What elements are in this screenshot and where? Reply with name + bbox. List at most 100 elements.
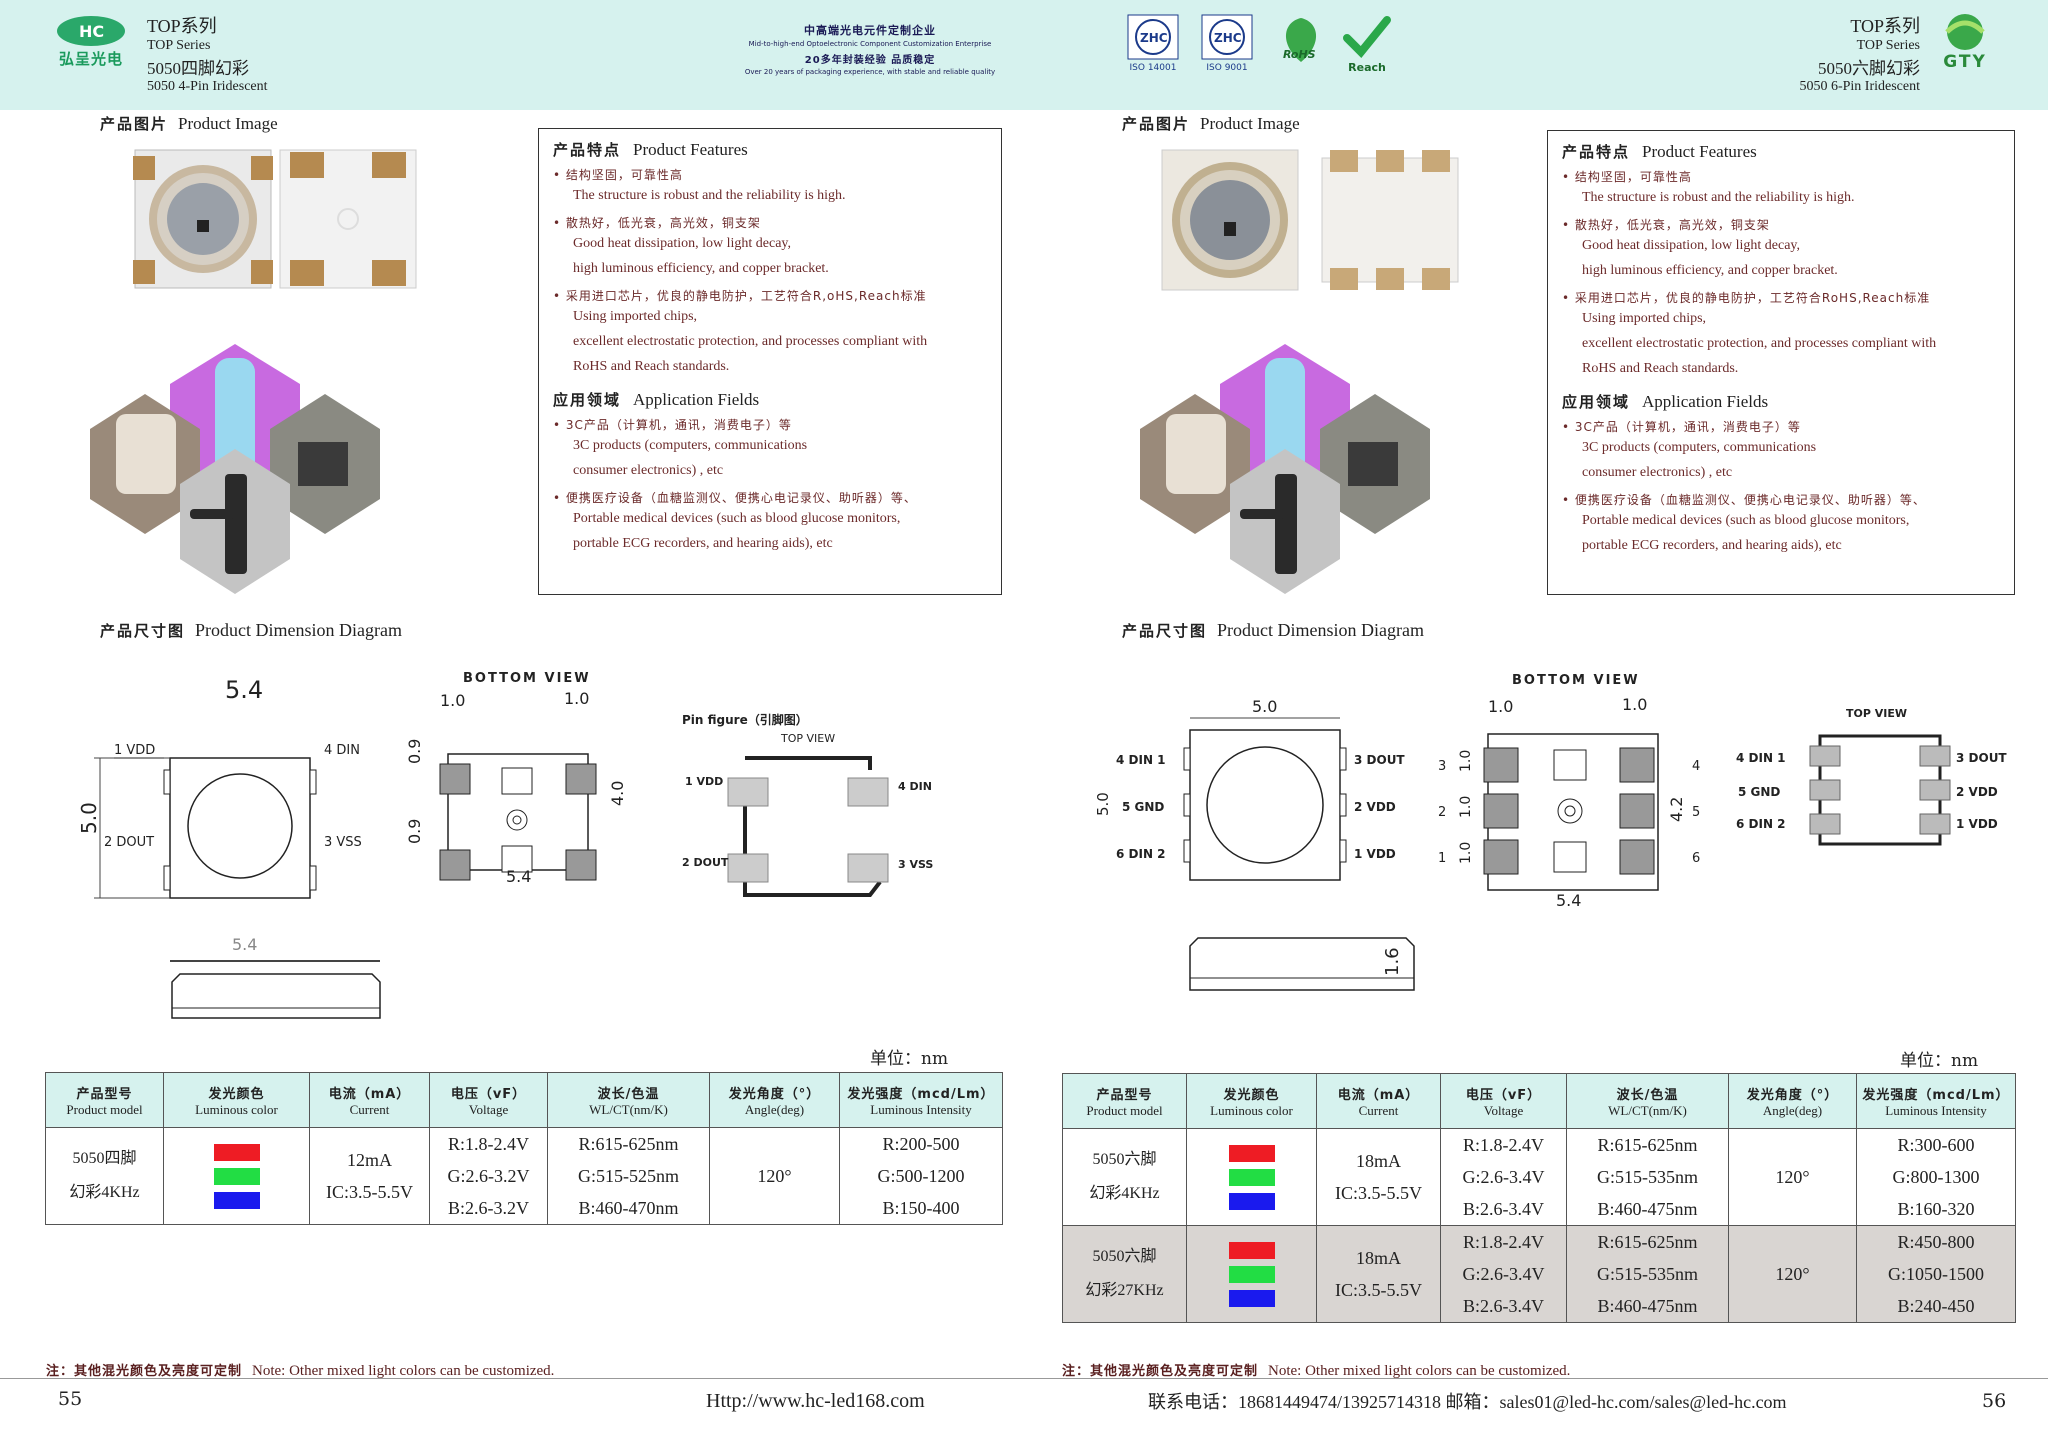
right-b42: 4.2 — [1667, 797, 1686, 822]
left-th-intensity: 发光强度（mcd/Lm）Luminous Intensity — [839, 1072, 1003, 1128]
right-r1-wl-r: R:615-625nm — [1597, 1135, 1698, 1155]
right-b10a: 1.0 — [1488, 697, 1513, 716]
left-current-1: 12mA — [347, 1150, 392, 1170]
door-handle — [190, 509, 235, 519]
right-app-2-cn-text: 便携医疗设备（血糖监测仪、便携心电记录仪、助听器）等、 — [1574, 493, 1926, 507]
right-app-1-cn: • 3C产品（计算机，通讯，消费电子）等 — [1562, 420, 1801, 434]
right-feature-1-en-1: The structure is robust and the reliabil… — [1582, 190, 1855, 205]
left-b10a: 1.0 — [440, 691, 465, 710]
right-bottom-view-drawing: BOTTOM VIEW 1.0 1.0 3 2 1 1.0 1.0 1.0 4 … — [1420, 670, 1710, 914]
right-unit-label: 单位：nm — [1900, 1051, 1979, 1071]
left-feature-1-cn: • 结构坚固，可靠性高 — [553, 168, 683, 182]
right-dim-r3: 3 DOUT — [1354, 753, 1405, 767]
right-r2-model: 5050六脚幻彩27KHz — [1062, 1225, 1187, 1323]
website-link[interactable]: Http://www.hc-led168.com — [706, 1390, 925, 1412]
right-b2: 1.0 — [1458, 796, 1474, 818]
right-r2-current-1: 18mA — [1356, 1248, 1401, 1268]
right-r2-colors — [1186, 1225, 1317, 1323]
right-features-title-en: Product Features — [1642, 142, 1757, 161]
door-handle — [1240, 509, 1285, 519]
right-bn1: 1 — [1438, 851, 1446, 866]
left-feature-2-en-2: high luminous efficiency, and copper bra… — [573, 261, 829, 276]
right-r1-current-1: 18mA — [1356, 1151, 1401, 1171]
right-th-intensity-en: Luminous Intensity — [1885, 1102, 1987, 1118]
right-feature-3-cn: • 采用进口芯片，优良的静电防护，工艺符合RoHS,Reach标准 — [1562, 291, 1931, 305]
right-r1-colors — [1186, 1128, 1317, 1226]
left-bottom-view-label: BOTTOM VIEW — [463, 671, 591, 686]
right-r2-v-g: G:2.6-3.4V — [1462, 1264, 1545, 1284]
right-dim-l4: 4 DIN 1 — [1116, 753, 1166, 767]
right-series-l1: TOP系列 — [1850, 16, 1920, 36]
air-fryer-body — [1166, 414, 1226, 494]
red-swatch — [213, 1143, 260, 1161]
green-swatch — [213, 1167, 260, 1185]
cert4-caption: Reach — [1348, 61, 1386, 74]
right-r2-wl-g: G:515-535nm — [1597, 1264, 1698, 1284]
right-feature-2-cn-text: 散热好，低光衰，高光效，铜支架 — [1574, 218, 1770, 232]
left-wl-r: R:615-625nm — [578, 1134, 679, 1154]
right-r1-angle: 120° — [1728, 1128, 1857, 1226]
right-series-l4: 5050 6-Pin Iridescent — [1799, 79, 1920, 94]
left-feature-2-en-1: Good heat dissipation, low light decay, — [573, 236, 791, 251]
left-pin-2: 2 DOUT — [682, 856, 729, 869]
left-feature-3-en-1: Using imported chips, — [573, 309, 698, 324]
left-th-angle-en: Angle(deg) — [744, 1101, 805, 1117]
left-top-view-label: TOP VIEW — [780, 732, 835, 745]
door-lock-body — [225, 474, 247, 574]
slogan-d: Over 20 years of packaging experience, w… — [744, 68, 996, 76]
right-bn6: 6 — [1692, 851, 1700, 866]
zhc-seal-icon: ZHC — [1127, 14, 1179, 60]
right-r1-current-2: IC:3.5-5.5V — [1335, 1183, 1422, 1203]
left-v-g: G:2.6-3.2V — [447, 1166, 530, 1186]
left-app-title-en: Application Fields — [633, 390, 760, 409]
left-b10b: 1.0 — [564, 689, 589, 708]
left-page-number: 55 — [58, 1388, 83, 1410]
right-r1-current: 18mA IC:3.5-5.5V — [1316, 1128, 1441, 1226]
left-wl-b: B:460-470nm — [578, 1198, 679, 1218]
right-dim-width: 5.0 — [1252, 697, 1277, 716]
right-note-en: Note: Other mixed light colors can be cu… — [1268, 1363, 1571, 1379]
right-app-2-en-1: Portable medical devices (such as blood … — [1582, 513, 1910, 528]
left-product-image-title-en: Product Image — [178, 114, 278, 133]
left-series-l4: 5050 4-Pin Iridescent — [147, 79, 268, 94]
right-dim-side-h: 1.6 — [1382, 947, 1403, 976]
right-features-title-cn: 产品特点 — [1562, 143, 1631, 161]
hc-logo-cn: 弘呈光电 — [58, 50, 123, 68]
right-b1: 1.0 — [1458, 750, 1474, 772]
left-led-front-photo — [133, 148, 273, 294]
left-bottom-view-drawing: BOTTOM VIEW 1.0 1.0 0.9 0.9 4.0 5.4 — [400, 668, 630, 902]
right-r2-li-g: G:1050-1500 — [1888, 1264, 1984, 1284]
right-top-pin-6: 6 DIN 2 — [1736, 817, 1786, 831]
hc-logo-text: HC — [79, 22, 104, 41]
right-r1-model-1: 5050六脚 — [1092, 1151, 1157, 1168]
right-series-l3: 5050六脚幻彩 — [1818, 59, 1920, 78]
left-app-2-cn-text: 便携医疗设备（血糖监测仪、便携心电记录仪、助听器）等、 — [565, 491, 917, 505]
left-feature-2-cn-text: 散热好，低光衰，高光效，铜支架 — [565, 216, 761, 230]
slogan-a: 中高端光电元件定制企业 — [804, 24, 936, 37]
right-top-view-label: TOP VIEW — [1846, 707, 1907, 720]
cert2-caption: ISO 9001 — [1206, 63, 1248, 73]
speaker-body — [215, 358, 255, 478]
left-th-current-cn: 电流（mA） — [328, 1086, 411, 1102]
right-r2-li-b: B:240-450 — [1897, 1296, 1975, 1316]
right-app-1-en-2: consumer electronics) , etc — [1582, 465, 1733, 480]
left-cell-angle: 120° — [709, 1127, 840, 1225]
left-b54: 5.4 — [506, 867, 531, 886]
left-li-r: R:200-500 — [882, 1134, 960, 1154]
hc-logo: HC 弘呈光电 — [55, 14, 127, 70]
left-pin-3: 3 VSS — [898, 858, 933, 871]
left-th-color-cn: 发光颜色 — [208, 1086, 265, 1102]
